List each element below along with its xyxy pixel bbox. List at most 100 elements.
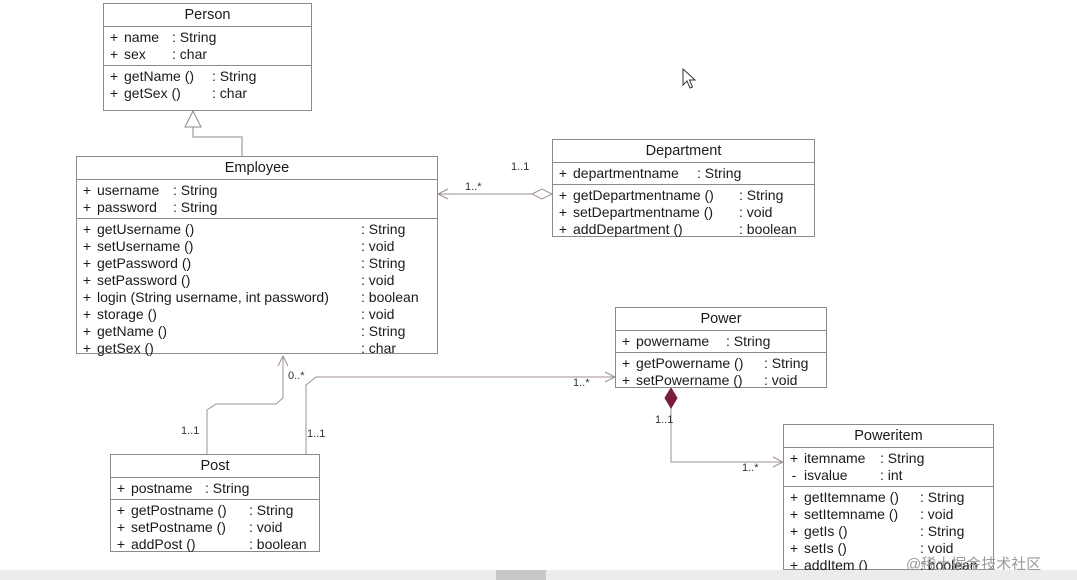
operation-type: : String	[361, 323, 406, 339]
multiplicity-poweritem-power-side: 1..*	[742, 462, 759, 474]
operation-row: + setPassword () : void	[77, 272, 437, 289]
operation-type: : void	[249, 519, 283, 535]
multiplicity-post-power-side: 1..1	[307, 428, 326, 440]
attribute-name: itemname	[804, 450, 866, 466]
operation-row: + setPowername () : void	[616, 372, 826, 389]
visibility: +	[116, 536, 126, 552]
operation-row: + addPost () : boolean	[111, 536, 319, 553]
visibility: +	[789, 540, 799, 556]
operation-type: : String	[361, 221, 406, 237]
class-person-operations: + getName () : String + getSex () : char	[104, 65, 311, 104]
attribute-row: + itemname : String	[784, 450, 993, 467]
operation-type: : boolean	[739, 221, 797, 237]
operation-name: setPassword ()	[97, 272, 191, 288]
operation-type: : String	[920, 489, 965, 505]
visibility: +	[789, 506, 799, 522]
operation-name: setIs ()	[804, 540, 847, 556]
class-poweritem-title: Poweritem	[784, 425, 993, 448]
horizontal-scrollbar[interactable]	[0, 570, 1077, 580]
class-employee: Employee + username : String + password …	[76, 156, 438, 356]
operation-row: + getPostname () : String	[111, 502, 319, 519]
operation-type: : void	[739, 204, 773, 220]
class-employee-attributes: + username : String + password : String	[77, 180, 437, 218]
visibility: +	[116, 502, 126, 518]
association-post-power	[305, 371, 617, 454]
attribute-row: + powername : String	[616, 333, 826, 350]
attribute-type: : String	[880, 450, 925, 466]
multiplicity-power-poweritem-side: 1..1	[655, 414, 674, 426]
operation-name: setPostname ()	[131, 519, 226, 535]
visibility: +	[82, 255, 92, 271]
visibility: +	[82, 323, 92, 339]
multiplicity-employee-department-side: 1..*	[465, 181, 482, 193]
visibility: -	[791, 467, 797, 483]
attribute-row: - isvalue : int	[784, 467, 993, 484]
visibility: +	[116, 480, 126, 496]
operation-row: + setIs () : void	[784, 540, 993, 557]
attribute-name: name	[124, 29, 160, 45]
visibility: +	[789, 557, 799, 573]
operation-name: addItem ()	[804, 557, 868, 573]
attribute-type: : String	[697, 165, 742, 181]
operation-name: login (String username, int password)	[97, 289, 329, 305]
operation-row: + getPowername () : String	[616, 355, 826, 372]
class-power-attributes: + powername : String	[616, 331, 826, 352]
multiplicity-post-employee-side: 1..1	[181, 425, 200, 437]
class-poweritem: Poweritem + itemname : String - isvalue …	[783, 424, 994, 573]
operation-name: getSex ()	[97, 340, 154, 356]
operation-name: getPowername ()	[636, 355, 744, 371]
operation-name: storage ()	[97, 306, 157, 322]
composition-power-poweritem	[664, 387, 785, 468]
operation-name: getItemname ()	[804, 489, 899, 505]
attribute-type: : String	[726, 333, 771, 349]
operation-name: getIs ()	[804, 523, 848, 539]
class-post-title: Post	[111, 455, 319, 478]
operation-name: getPostname ()	[131, 502, 227, 518]
aggregation-department-employee	[436, 188, 554, 200]
class-department-attributes: + departmentname : String	[553, 163, 814, 184]
attribute-row: + password : String	[77, 199, 437, 216]
operation-row: + setDepartmentname () : void	[553, 204, 814, 221]
generalization-employee-person	[184, 109, 243, 156]
operation-type: : boolean	[361, 289, 419, 305]
operation-type: : String	[764, 355, 809, 371]
operation-type: : void	[361, 238, 395, 254]
attribute-row: + name : String	[104, 29, 311, 46]
operation-name: getPassword ()	[97, 255, 192, 271]
visibility: +	[558, 221, 568, 237]
operation-row: + setPostname () : void	[111, 519, 319, 536]
attribute-type: : String	[173, 199, 218, 215]
class-person-attributes: + name : String + sex : char	[104, 27, 311, 65]
operation-type: : String	[739, 187, 784, 203]
association-post-employee	[206, 354, 289, 454]
attribute-row: + username : String	[77, 182, 437, 199]
visibility: +	[558, 187, 568, 203]
operation-row: + getName () : String	[104, 68, 311, 85]
attribute-row: + departmentname : String	[553, 165, 814, 182]
operation-name: addPost ()	[131, 536, 196, 552]
class-power: Power + powername : String + getPowernam…	[615, 307, 827, 388]
operation-row: + getDepartmentname () : String	[553, 187, 814, 204]
attribute-type: : char	[172, 46, 208, 62]
operation-type: : void	[920, 506, 954, 522]
operation-row: + getPassword () : String	[77, 255, 437, 272]
visibility: +	[116, 519, 126, 535]
operation-type: : boolean	[249, 536, 307, 552]
multiplicity-power-post-side: 1..*	[573, 377, 590, 389]
watermark-text: @稀土掘金技术社区	[906, 556, 1042, 573]
visibility: +	[621, 333, 631, 349]
scrollbar-thumb[interactable]	[496, 570, 546, 580]
attribute-type: : String	[205, 480, 250, 496]
multiplicity-department-side: 1..1	[511, 161, 530, 173]
operation-type: : char	[212, 85, 248, 101]
operation-row: + addItem () : boolean	[784, 557, 993, 574]
operation-type: : void	[361, 306, 395, 322]
operation-row: + login (String username, int password) …	[77, 289, 437, 306]
visibility: +	[109, 29, 119, 45]
operation-name: setDepartmentname ()	[573, 204, 714, 220]
operation-name: getName ()	[97, 323, 168, 339]
visibility: +	[82, 340, 92, 356]
visibility: +	[82, 289, 92, 305]
visibility: +	[621, 372, 631, 388]
class-department-title: Department	[553, 140, 814, 163]
